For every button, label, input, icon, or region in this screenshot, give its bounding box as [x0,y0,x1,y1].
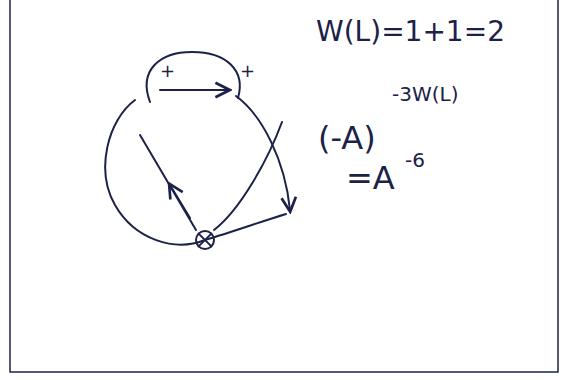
result-exponent: -6 [405,150,425,170]
virtual-crossing [196,231,214,249]
right-inner-strand [214,122,282,230]
crossing-sign: + [240,62,255,80]
diagonal-strand [140,135,196,230]
frame [10,0,558,372]
left-lobe [105,100,286,245]
top-arrow [160,89,228,91]
result-base: =A [346,162,395,194]
factor-base: (-A) [318,122,376,154]
top-loop [147,52,240,102]
right-arc-arrow [236,96,290,210]
factor-exponent: -3W(L) [392,84,458,104]
writhe-equation: W(L)=1+1=2 [316,18,505,46]
up-arrow [170,185,190,218]
virtual-cross [199,234,212,247]
crossing-sign: + [160,62,175,80]
